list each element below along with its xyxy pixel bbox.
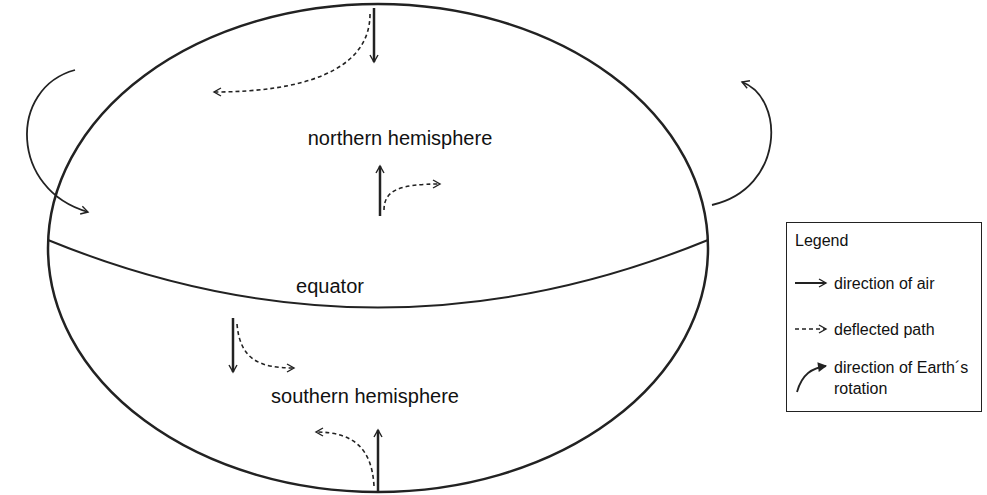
air-arrow — [377, 430, 380, 492]
earth-outline — [48, 4, 708, 492]
region-label: northern hemisphere — [308, 126, 493, 150]
deflected-arrow — [214, 14, 370, 92]
legend-text: deflected path — [834, 319, 974, 340]
rotation-sample — [797, 366, 826, 392]
deflected-arrow — [384, 184, 440, 210]
legend-title: Legend — [795, 229, 848, 253]
region-label: southern hemisphere — [271, 384, 459, 408]
deflected-arrow — [237, 324, 294, 368]
air-arrow — [379, 166, 382, 216]
legend-text: direction of Earth´s rotation — [834, 357, 974, 399]
air-sample — [795, 282, 826, 284]
air-arrow — [232, 318, 235, 372]
air-arrow — [373, 8, 376, 62]
deflected-arrow — [316, 432, 374, 486]
rotation-arrow — [27, 70, 88, 212]
equator-line — [48, 240, 708, 308]
equator-label: equator — [296, 274, 364, 298]
deflected-sample — [795, 328, 826, 330]
rotation-arrow — [712, 82, 771, 205]
legend-text: direction of air — [834, 273, 974, 294]
